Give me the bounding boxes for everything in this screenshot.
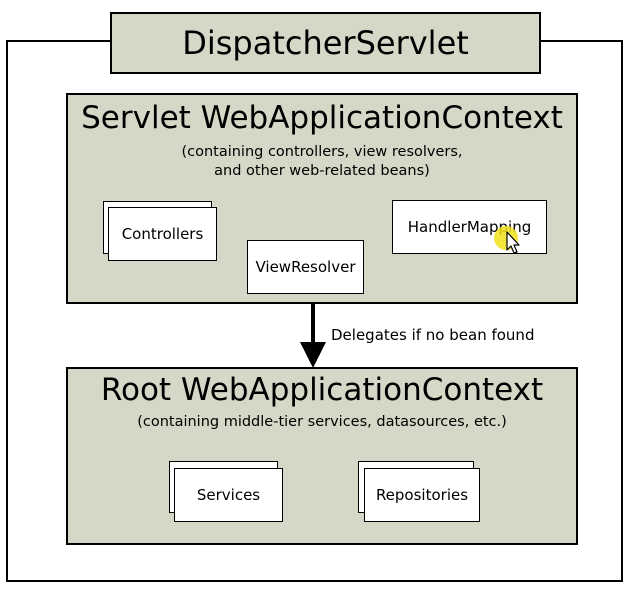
servlet-context-title: Servlet WebApplicationContext [81,100,563,136]
view-resolver-bean: ViewResolver [247,240,364,294]
controllers-label: Controllers [121,225,204,243]
delegation-arrow-label: Delegates if no bean found [331,326,535,344]
view-resolver-label: ViewResolver [255,258,356,276]
root-web-application-context: Root WebApplicationContext (containing m… [66,367,578,545]
controllers-bean: Controllers [108,207,217,261]
services-label: Services [196,486,261,504]
repositories-bean: Repositories [364,468,480,522]
servlet-context-subtitle-line2: and other web-related beans) [214,163,430,179]
root-context-subtitle: (containing middle-tier services, dataso… [137,414,507,430]
mouse-cursor-icon [494,226,520,254]
dispatcher-servlet-title: DispatcherServlet [110,12,541,74]
handler-mapping-bean: HandlerMapping [392,200,547,254]
servlet-context-subtitle-line1: (containing controllers, view resolvers, [181,144,463,160]
root-context-title: Root WebApplicationContext [100,372,544,408]
delegation-arrow [300,304,326,368]
repositories-label: Repositories [375,486,469,504]
dispatcher-servlet-label: DispatcherServlet [182,24,469,62]
services-bean: Services [174,468,283,522]
